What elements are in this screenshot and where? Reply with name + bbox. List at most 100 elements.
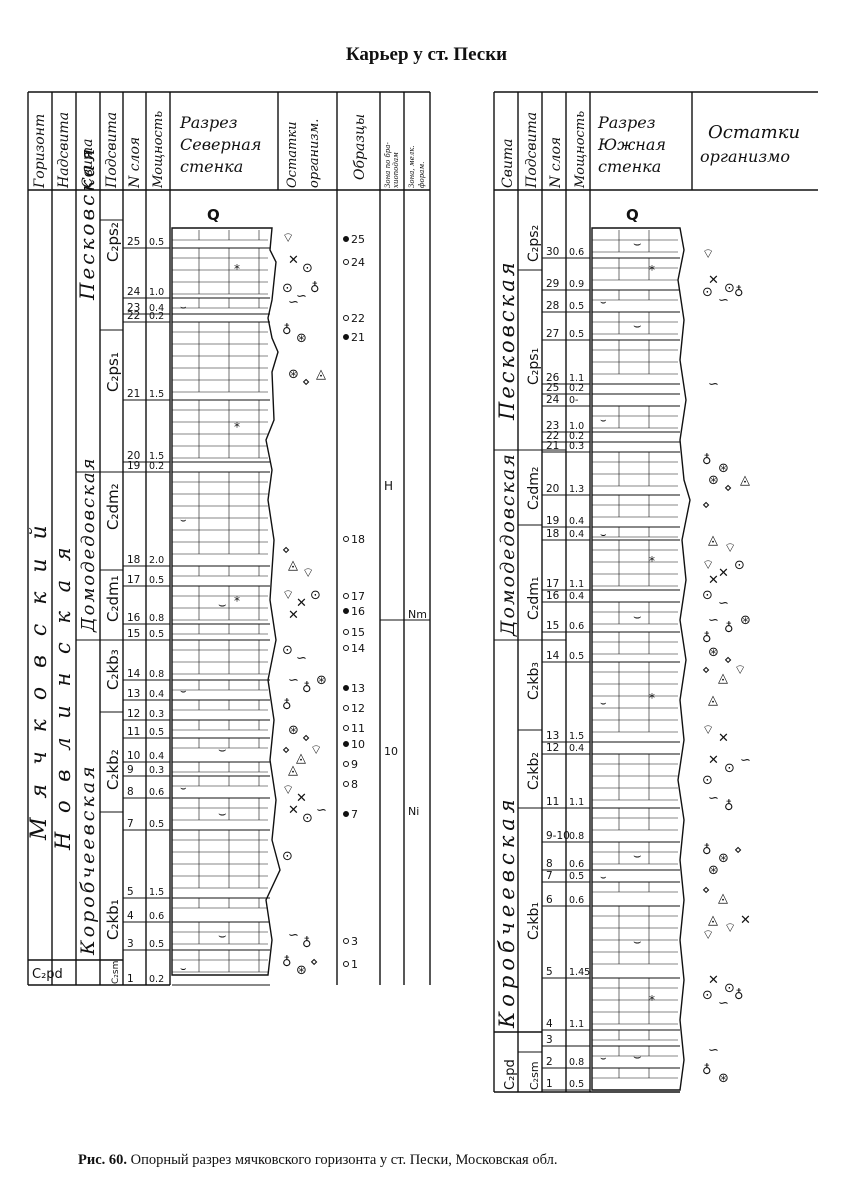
layer-thickness: 1.1 — [569, 1019, 584, 1030]
svg-text:⌣: ⌣ — [633, 935, 642, 950]
layer-thickness: 0.6 — [569, 859, 584, 870]
horizon-label: М я ч к о в с к и й — [27, 519, 52, 841]
layer-number: 9 — [127, 764, 134, 776]
fossil-icon: ⊛ — [296, 331, 307, 346]
layer-thickness: 1.5 — [149, 389, 164, 400]
svg-text:⌣: ⌣ — [180, 686, 187, 697]
layer-number: 30 — [546, 246, 559, 258]
sample-marker — [343, 259, 349, 265]
svg-text:*: * — [649, 554, 655, 568]
svg-text:Северная: Северная — [180, 135, 261, 154]
svg-text:*: * — [649, 263, 655, 277]
header-fossils: Остатки — [285, 122, 300, 188]
fossil-icon: ✕ — [718, 731, 729, 746]
svg-text:организмо: организмо — [700, 147, 790, 166]
svg-text:стенка: стенка — [598, 157, 661, 176]
layer-thickness: 0.5 — [569, 651, 584, 662]
layer-thickness: 1.1 — [569, 579, 584, 590]
fossil-icon: ◬ — [316, 367, 326, 382]
subsvita-dm1: C₂dm₁ — [104, 575, 122, 622]
fossil-icon: ♁ — [310, 281, 320, 296]
svg-text:⌣: ⌣ — [633, 1050, 642, 1065]
layer-number: 17 — [546, 578, 559, 590]
sample-marker — [343, 608, 349, 614]
fossil-icon: ⊙ — [302, 261, 313, 276]
layer-thickness: 0.5 — [149, 629, 164, 640]
layer-number: 24 — [127, 286, 141, 298]
zone-h: H — [384, 479, 393, 493]
sample-marker — [343, 781, 349, 787]
caption-label: Рис. 60. — [78, 1152, 128, 1168]
layer-thickness: 0.8 — [149, 669, 164, 680]
layer-number: 22 — [127, 310, 140, 322]
fossil-icon: ✕ — [288, 608, 299, 623]
fossil-icon: ⊙ — [702, 988, 713, 1003]
fossil-icon: ∽ — [296, 289, 307, 304]
layer-thickness: 0.6 — [569, 247, 584, 258]
fossil-icon: ♁ — [724, 621, 734, 636]
layer-number: 24 — [546, 394, 560, 406]
fossil-icon: ◬ — [288, 763, 298, 778]
layer-number: 1 — [546, 1078, 553, 1090]
layer-number: 1 — [127, 973, 134, 985]
svg-text:⌣: ⌣ — [600, 415, 607, 426]
fossil-icon: ∽ — [718, 996, 729, 1011]
right-fossil-symbols: ⌔✕⊙⊙∽♁∽♁⊛⊛⋄◬⋄◬⌔⌔✕⊙✕⊙∽∽♁⊛♁⊛⋄⋄◬⌔◬⌔✕✕⊙∽⊙∽♁♁… — [702, 247, 751, 1086]
left-fossil-symbols: ⌔✕⊙⊙∽♁∽♁⊛⊛⋄◬⋄◬⌔⌔✕⊙✕⊙∽∽♁⊛♁⊛⋄⋄◬⌔◬⌔✕✕⊙∽⊙∽♁♁… — [282, 231, 327, 978]
zone-nm: Nm — [408, 608, 427, 621]
layer-number: 14 — [546, 650, 560, 662]
fossil-icon: ♁ — [302, 936, 312, 951]
base-label-pd-right: C₂pd — [503, 1059, 518, 1090]
layer-thickness: 0.6 — [569, 895, 584, 906]
subsvita-ps2: C₂ps₂ — [104, 222, 122, 262]
sample-marker — [343, 593, 349, 599]
svita-korobcheevskaya-right: Коробчеевская — [495, 794, 519, 1029]
layer-thickness: 1.45 — [569, 967, 590, 978]
sample-label: 9 — [351, 758, 358, 771]
layer-number: 25 — [127, 236, 140, 248]
fossil-icon: ⊙ — [282, 849, 293, 864]
layer-thickness: 0.2 — [149, 311, 164, 322]
header-section: Разрез — [179, 113, 237, 132]
svg-text:⌣: ⌣ — [633, 849, 642, 864]
layer-number: 3 — [546, 1034, 553, 1046]
fossil-icon: ♁ — [702, 631, 712, 646]
fossil-icon: ⌔ — [310, 743, 322, 758]
layer-number: 7 — [127, 818, 134, 830]
sample-label: 1 — [351, 958, 358, 971]
fossil-icon: ✕ — [288, 253, 299, 268]
fossil-icon: ⋄ — [302, 731, 310, 746]
layer-number: 12 — [546, 742, 559, 754]
layer-number: 12 — [127, 708, 140, 720]
header-podsvita-right: Подсвита — [524, 112, 540, 189]
fossil-icon: ✕ — [288, 803, 299, 818]
layer-number: 27 — [546, 328, 559, 340]
fossil-icon: ⊛ — [708, 473, 719, 488]
layer-thickness: 0.3 — [569, 441, 584, 452]
svg-text:*: * — [234, 262, 240, 276]
fossil-icon: ⋄ — [724, 653, 732, 668]
fossil-icon: ✕ — [296, 596, 307, 611]
header-nadsvita: Надсвита — [56, 112, 72, 189]
fossil-icon: ⊙ — [702, 588, 713, 603]
header-thickness-right: Мощность — [573, 111, 588, 189]
layer-number: 6 — [546, 894, 553, 906]
subsvita-dm2-right: C₂dm₂ — [526, 466, 542, 510]
layer-number: 16 — [546, 590, 560, 602]
sample-label: 16 — [351, 605, 365, 618]
layer-number: 21 — [546, 440, 559, 452]
fossil-icon: ⊛ — [288, 723, 299, 738]
layer-number: 10 — [127, 750, 140, 762]
subsvita-ps1: C₂ps₁ — [104, 352, 122, 392]
subsvita-ps2-right: C₂ps₂ — [526, 225, 542, 262]
sample-marker — [343, 938, 349, 944]
fossil-icon: ◬ — [718, 671, 728, 686]
sample-marker — [343, 741, 349, 747]
layer-thickness: 1.1 — [569, 373, 584, 384]
fossil-icon: ✕ — [740, 913, 751, 928]
fossil-icon: ⊙ — [310, 588, 321, 603]
fossil-icon: ⊛ — [708, 863, 719, 878]
sample-label: 18 — [351, 533, 365, 546]
